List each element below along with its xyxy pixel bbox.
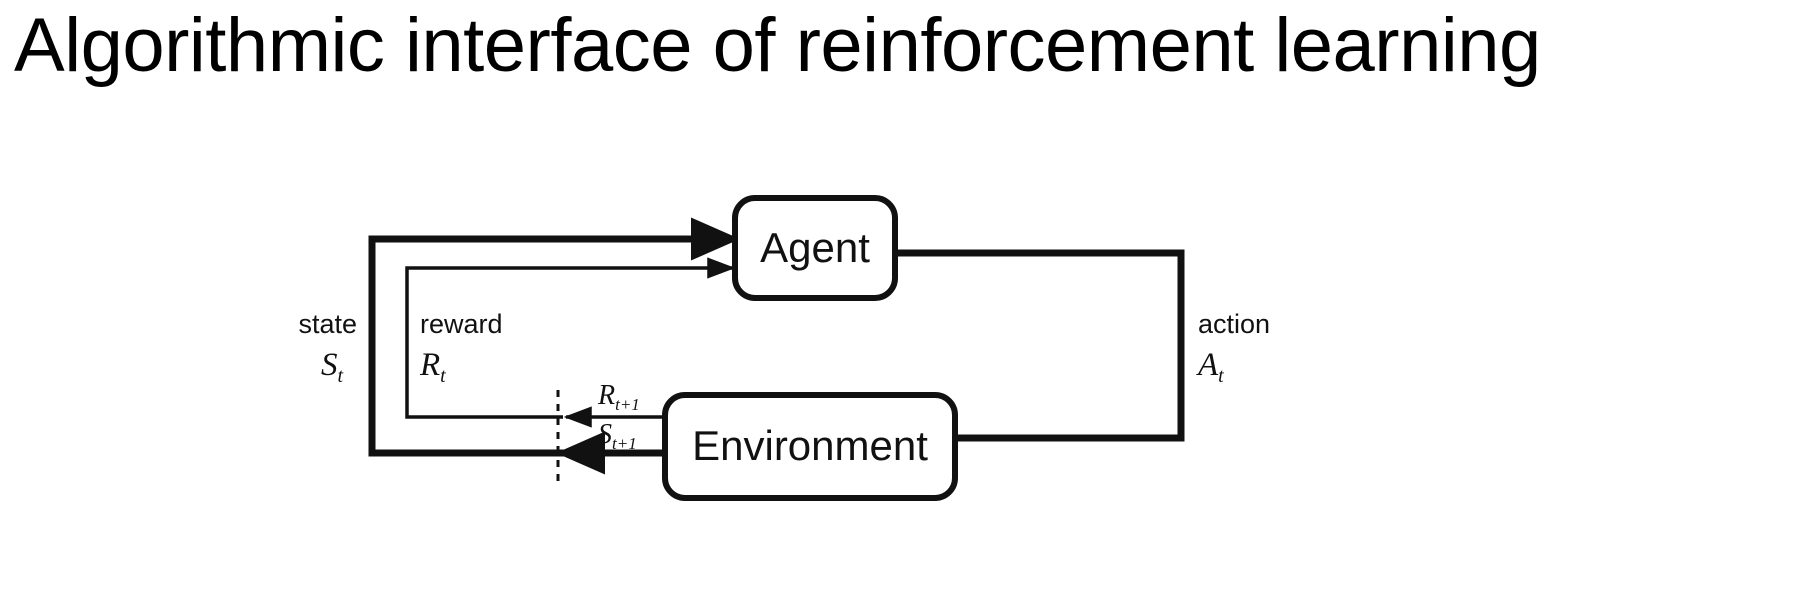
label-state: state St	[298, 309, 357, 387]
label-reward: reward Rt	[419, 309, 503, 387]
page-title: Algorithmic interface of reinforcement l…	[14, 3, 1541, 88]
state-symbol: S	[321, 347, 338, 383]
next-state-symbol: S	[598, 419, 612, 450]
reward-subscript: t	[440, 365, 446, 387]
reward-word: reward	[420, 309, 503, 339]
action-word: action	[1198, 309, 1270, 339]
state-word: state	[298, 309, 357, 339]
rl-interface-diagram: Agent Environment state St reward Rt	[0, 140, 1820, 594]
next-state-symbol-group: St+1	[598, 419, 637, 453]
edge-action-to-environment	[793, 249, 1185, 460]
next-reward-symbol: R	[597, 380, 615, 411]
node-environment[interactable]: Environment	[662, 392, 958, 501]
label-next-state: St+1	[598, 419, 637, 453]
action-symbol: A	[1196, 347, 1219, 383]
agent-box-label: Agent	[760, 224, 870, 271]
edge-reward-to-agent	[405, 257, 736, 419]
agent-box-shape	[732, 195, 898, 301]
node-agent[interactable]: Agent	[732, 195, 898, 301]
environment-box-label: Environment	[692, 422, 928, 469]
label-next-reward: Rt+1	[597, 380, 640, 414]
reward-symbol: R	[419, 347, 440, 383]
action-subscript: t	[1218, 365, 1224, 387]
next-state-subscript: t+1	[612, 434, 637, 453]
state-subscript: t	[337, 365, 343, 387]
state-symbol-group: St	[321, 347, 344, 387]
action-symbol-group: At	[1196, 347, 1224, 387]
environment-box-shape	[662, 392, 958, 501]
next-reward-symbol-group: Rt+1	[597, 380, 640, 414]
label-action: action At	[1196, 309, 1270, 387]
diagram-canvas: Agent Environment state St reward Rt	[298, 195, 1270, 501]
next-reward-subscript: t+1	[615, 395, 640, 414]
reward-symbol-group: Rt	[419, 347, 446, 387]
